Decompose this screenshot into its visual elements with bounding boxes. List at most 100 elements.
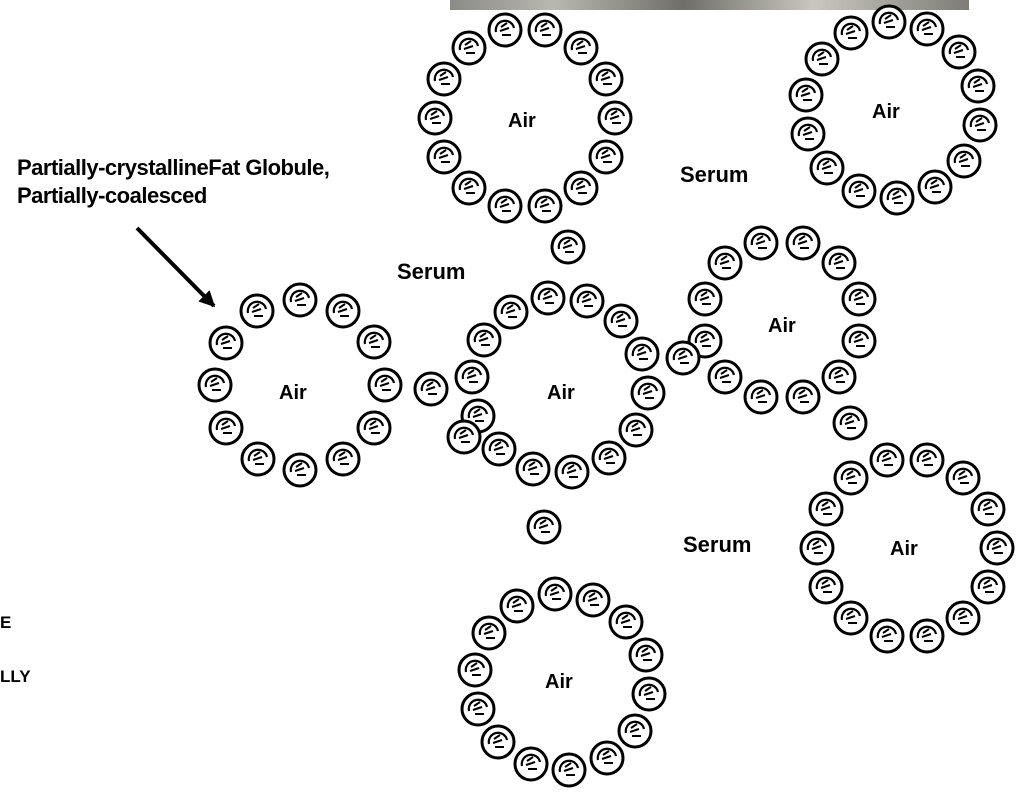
fat-globule-icon bbox=[532, 282, 564, 314]
fat-globule-icon bbox=[489, 14, 521, 46]
fat-globule-icon bbox=[473, 617, 505, 649]
fat-globule-icon bbox=[210, 327, 242, 359]
fat-globule-icon bbox=[801, 532, 833, 564]
fat-globule-icon bbox=[745, 227, 777, 259]
fat-globule-icon bbox=[806, 43, 838, 75]
fat-globule-icon bbox=[419, 102, 451, 134]
fat-globule-icon bbox=[948, 145, 980, 177]
air-label: Air bbox=[890, 538, 918, 560]
fat-globule-icon bbox=[709, 247, 741, 279]
fat-globule-icon bbox=[456, 361, 488, 393]
air-label: Air bbox=[508, 110, 536, 132]
fat-globule-icon bbox=[593, 442, 625, 474]
fat-globule-icon bbox=[810, 571, 842, 603]
fat-globule-icon bbox=[327, 295, 359, 327]
fat-globule-icon bbox=[590, 63, 622, 95]
fat-globule-icon bbox=[528, 511, 560, 543]
air-label: Air bbox=[545, 671, 573, 693]
cropped-text-line: E bbox=[0, 614, 31, 632]
fat-globule-icon bbox=[483, 433, 515, 465]
fat-globule-icon bbox=[943, 36, 975, 68]
fat-globule-icon bbox=[358, 412, 390, 444]
fat-globule-icon bbox=[873, 6, 905, 38]
fat-globule-icon bbox=[881, 182, 913, 214]
fat-globule-icon bbox=[632, 377, 664, 409]
fat-globule-icon bbox=[565, 172, 597, 204]
fat-globule-icon bbox=[241, 295, 273, 327]
cropped-text-line: LLY bbox=[0, 668, 31, 686]
fat-globule-icon bbox=[489, 190, 521, 222]
fat-globule-icon bbox=[517, 453, 549, 485]
fat-globule-icon bbox=[962, 70, 994, 102]
serum-label: Serum bbox=[680, 162, 748, 187]
fat-globule-icon bbox=[811, 152, 843, 184]
fat-globule-icon bbox=[284, 284, 316, 316]
fat-globule-icon bbox=[964, 109, 996, 141]
fat-globule-icon bbox=[358, 326, 390, 358]
serum-label: Serum bbox=[683, 532, 751, 557]
fat-globule-icon bbox=[843, 283, 875, 315]
fat-globule-icon bbox=[529, 14, 561, 46]
air-label: Air bbox=[872, 101, 900, 123]
fat-globule-icon bbox=[790, 79, 822, 111]
air-label: Air bbox=[768, 315, 796, 337]
serum-label: Serum bbox=[397, 259, 465, 284]
fat-globule-icon bbox=[242, 443, 274, 475]
fat-globule-icon bbox=[792, 118, 824, 150]
fat-globule-icon bbox=[834, 407, 866, 439]
fat-globule-icon bbox=[835, 462, 867, 494]
fat-globule-icon bbox=[633, 678, 665, 710]
fat-globule-icon bbox=[745, 381, 777, 413]
fat-globule-icon bbox=[552, 231, 584, 263]
fat-globule-icon bbox=[605, 305, 637, 337]
fat-globule-icon bbox=[453, 32, 485, 64]
fat-globule-icon bbox=[911, 620, 943, 652]
fat-globule-icon bbox=[482, 726, 514, 758]
fat-globule-icon bbox=[577, 584, 609, 616]
fat-globule-icon bbox=[610, 606, 642, 638]
fat-globule-icon bbox=[689, 283, 721, 315]
fat-globule-icon bbox=[553, 754, 585, 786]
fat-globule-callout: Partially-crystallineFat Globule, Partia… bbox=[17, 154, 329, 210]
fat-globule-icon bbox=[667, 342, 699, 374]
fat-globule-icon bbox=[835, 602, 867, 634]
fat-globule-icon bbox=[428, 141, 460, 173]
fat-globule-icon bbox=[620, 414, 652, 446]
fat-globule-icon bbox=[590, 141, 622, 173]
fat-globule-icon bbox=[843, 325, 875, 357]
arrow-icon bbox=[137, 228, 214, 306]
fat-globule-icon bbox=[462, 693, 494, 725]
callout-line: Partially-crystallineFat Globule, bbox=[17, 154, 329, 182]
fat-globule-icon bbox=[709, 361, 741, 393]
fat-globule-icon bbox=[810, 493, 842, 525]
fat-globule-icon bbox=[823, 247, 855, 279]
air-label: Air bbox=[547, 382, 575, 404]
fat-globule-icon bbox=[515, 748, 547, 780]
fat-globule-icon bbox=[448, 421, 480, 453]
fat-globule-icon bbox=[415, 373, 447, 405]
fat-globule-icon bbox=[459, 654, 491, 686]
fat-globule-icon bbox=[428, 63, 460, 95]
fat-globule-icon bbox=[871, 620, 903, 652]
callout-line: Partially-coalesced bbox=[17, 182, 329, 210]
fat-globule-icon bbox=[843, 175, 875, 207]
fat-globule-icon bbox=[529, 190, 561, 222]
fat-globule-icon bbox=[619, 715, 651, 747]
fat-globule-icon bbox=[468, 324, 500, 356]
fat-globule-icon bbox=[835, 17, 867, 49]
fat-globule-icon bbox=[911, 13, 943, 45]
fat-globule-icon bbox=[284, 454, 316, 486]
fat-globule-icon bbox=[871, 444, 903, 476]
fat-globule-icon bbox=[453, 172, 485, 204]
cropped-edge-text: E LLY bbox=[0, 578, 31, 704]
fat-globule-icon bbox=[495, 296, 527, 328]
fat-globule-icon bbox=[565, 32, 597, 64]
fat-globule-icon bbox=[787, 381, 819, 413]
fat-globule-icon bbox=[947, 602, 979, 634]
fat-globule-icon bbox=[539, 578, 571, 610]
fat-globule-icon bbox=[823, 361, 855, 393]
fat-globule-icon bbox=[556, 456, 588, 488]
fat-globule-icon bbox=[919, 171, 951, 203]
fat-globule-icon bbox=[501, 590, 533, 622]
